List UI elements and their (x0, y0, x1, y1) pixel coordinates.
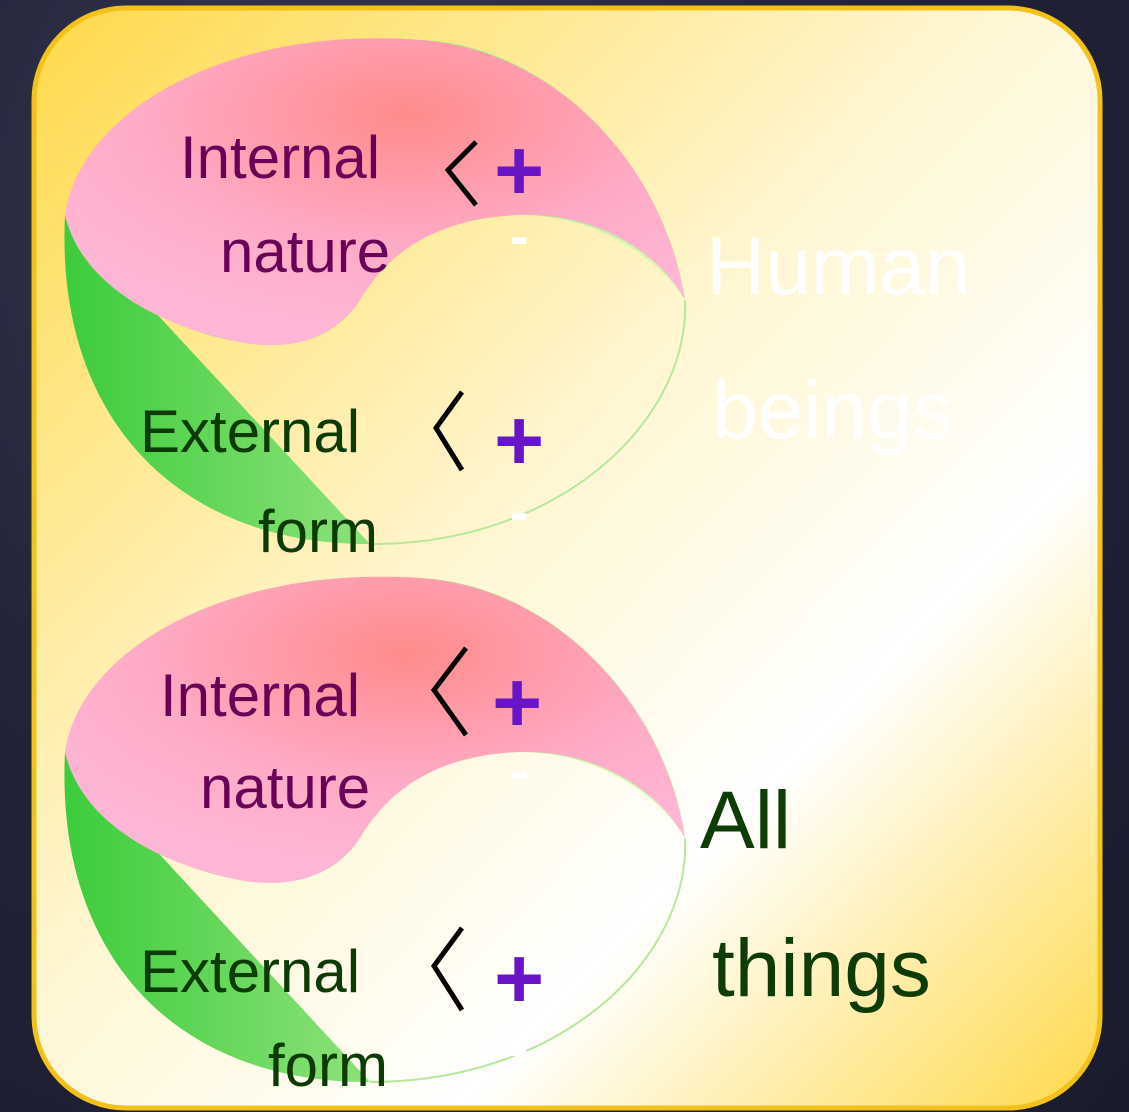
bottom-yin-yang-outline (369, 837, 687, 1083)
bottom-external-label-line2: form (268, 1032, 388, 1099)
bottom-internal-plus-sign: + (492, 655, 543, 751)
top-internal-bracket (444, 140, 478, 207)
all-things-caption-line1: All (700, 775, 792, 866)
top-external-label-line2: form (258, 498, 378, 565)
top-internal-label-line1: Internal (180, 124, 381, 191)
top-internal-label-line2: nature (220, 218, 391, 285)
top-yin-yang (64, 38, 687, 546)
bottom-external-plus-sign: + (494, 931, 545, 1027)
top-external-plus-sign: + (494, 393, 545, 489)
top-internal-nature-shape (65, 38, 685, 346)
bottom-yin-yang (64, 576, 687, 1083)
bottom-internal-bracket (430, 646, 469, 737)
human-beings-caption-line1: Human (706, 221, 971, 312)
top-yin-yang-outline (369, 299, 687, 546)
top-internal-plus-sign: + (494, 123, 545, 219)
bottom-internal-nature-shape (65, 576, 685, 884)
bottom-internal-minus-sign: - (510, 738, 529, 801)
top-external-minus-sign: - (510, 480, 529, 543)
bottom-external-label-line1: External (140, 938, 361, 1005)
bottom-external-bracket (430, 926, 465, 1012)
top-internal-minus-sign: - (510, 204, 529, 267)
all-things-caption-line2: things (712, 923, 931, 1014)
bottom-internal-label-line2: nature (200, 754, 371, 821)
top-external-label-line1: External (140, 398, 361, 465)
human-beings-caption-line2: beings (712, 365, 954, 456)
bottom-external-minus-sign: - (510, 1016, 529, 1079)
top-external-bracket (432, 390, 465, 472)
bottom-internal-label-line1: Internal (160, 662, 361, 729)
